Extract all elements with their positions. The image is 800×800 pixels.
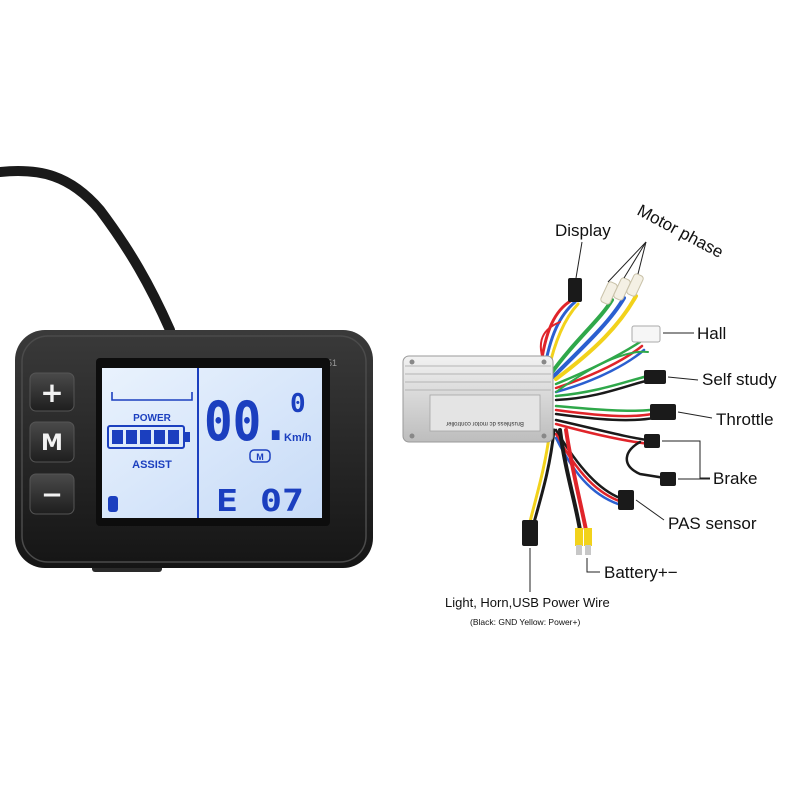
lcd-screen — [102, 368, 322, 518]
label-pas-sensor: PAS sensor — [668, 514, 757, 533]
lcd-speed-decimal: 0 — [290, 389, 306, 419]
lcd-mode-icon: M — [249, 449, 271, 463]
battery-bar — [154, 430, 165, 444]
controller-box: Brushless dc motor controller — [402, 355, 554, 443]
battery-bar — [126, 430, 137, 444]
battery-bar — [140, 430, 151, 444]
self-study-connector — [644, 370, 666, 384]
plus-button[interactable]: + — [29, 372, 75, 412]
lcd-speed-value: 00. — [204, 390, 290, 453]
label-wire-note: (Black: GND Yellow: Power+) — [470, 617, 580, 627]
light-horn-usb-connector — [522, 520, 538, 546]
label-throttle: Throttle — [716, 410, 774, 429]
lcd-battery-icon — [107, 425, 190, 449]
callout-lines — [529, 241, 713, 592]
battery-connectors — [575, 528, 592, 555]
lcd-error-code: E 07 — [216, 484, 304, 519]
pas-connector — [618, 490, 634, 510]
display-unit: G51 + M − POWER ASSIST 00. 0 Km/ — [0, 166, 373, 572]
label-display: Display — [555, 221, 611, 240]
label-motor-phase: Motor phase — [634, 201, 726, 262]
throttle-connector — [650, 404, 676, 420]
controller-title: Brushless dc motor controller — [446, 420, 524, 426]
minus-button-label: − — [41, 480, 63, 510]
lcd-power-label: POWER — [133, 413, 172, 424]
lcd-mode-badge: M — [256, 452, 264, 462]
minus-button[interactable]: − — [29, 473, 75, 515]
lcd-assist-label: ASSIST — [132, 459, 172, 471]
display-connector — [568, 278, 582, 302]
mode-button[interactable]: M — [29, 421, 75, 463]
label-brake: Brake — [713, 469, 757, 488]
label-hall: Hall — [697, 324, 726, 343]
hall-connector — [631, 325, 661, 343]
battery-bar — [112, 430, 123, 444]
label-self-study: Self study — [702, 370, 777, 389]
lcd-speed-unit: Km/h — [284, 432, 312, 444]
lcd-light-indicator — [108, 496, 118, 512]
controller-diagram: Brushless dc motor controller — [402, 201, 777, 627]
plus-button-label: + — [40, 376, 63, 409]
label-battery: Battery+− — [604, 563, 678, 582]
brake-connectors — [644, 434, 676, 486]
motor-phase-connectors — [600, 273, 644, 305]
mode-button-label: M — [41, 431, 63, 456]
battery-bar — [168, 430, 179, 444]
label-light-horn-usb: Light, Horn,USB Power Wire — [445, 595, 610, 610]
display-cable — [0, 166, 175, 335]
